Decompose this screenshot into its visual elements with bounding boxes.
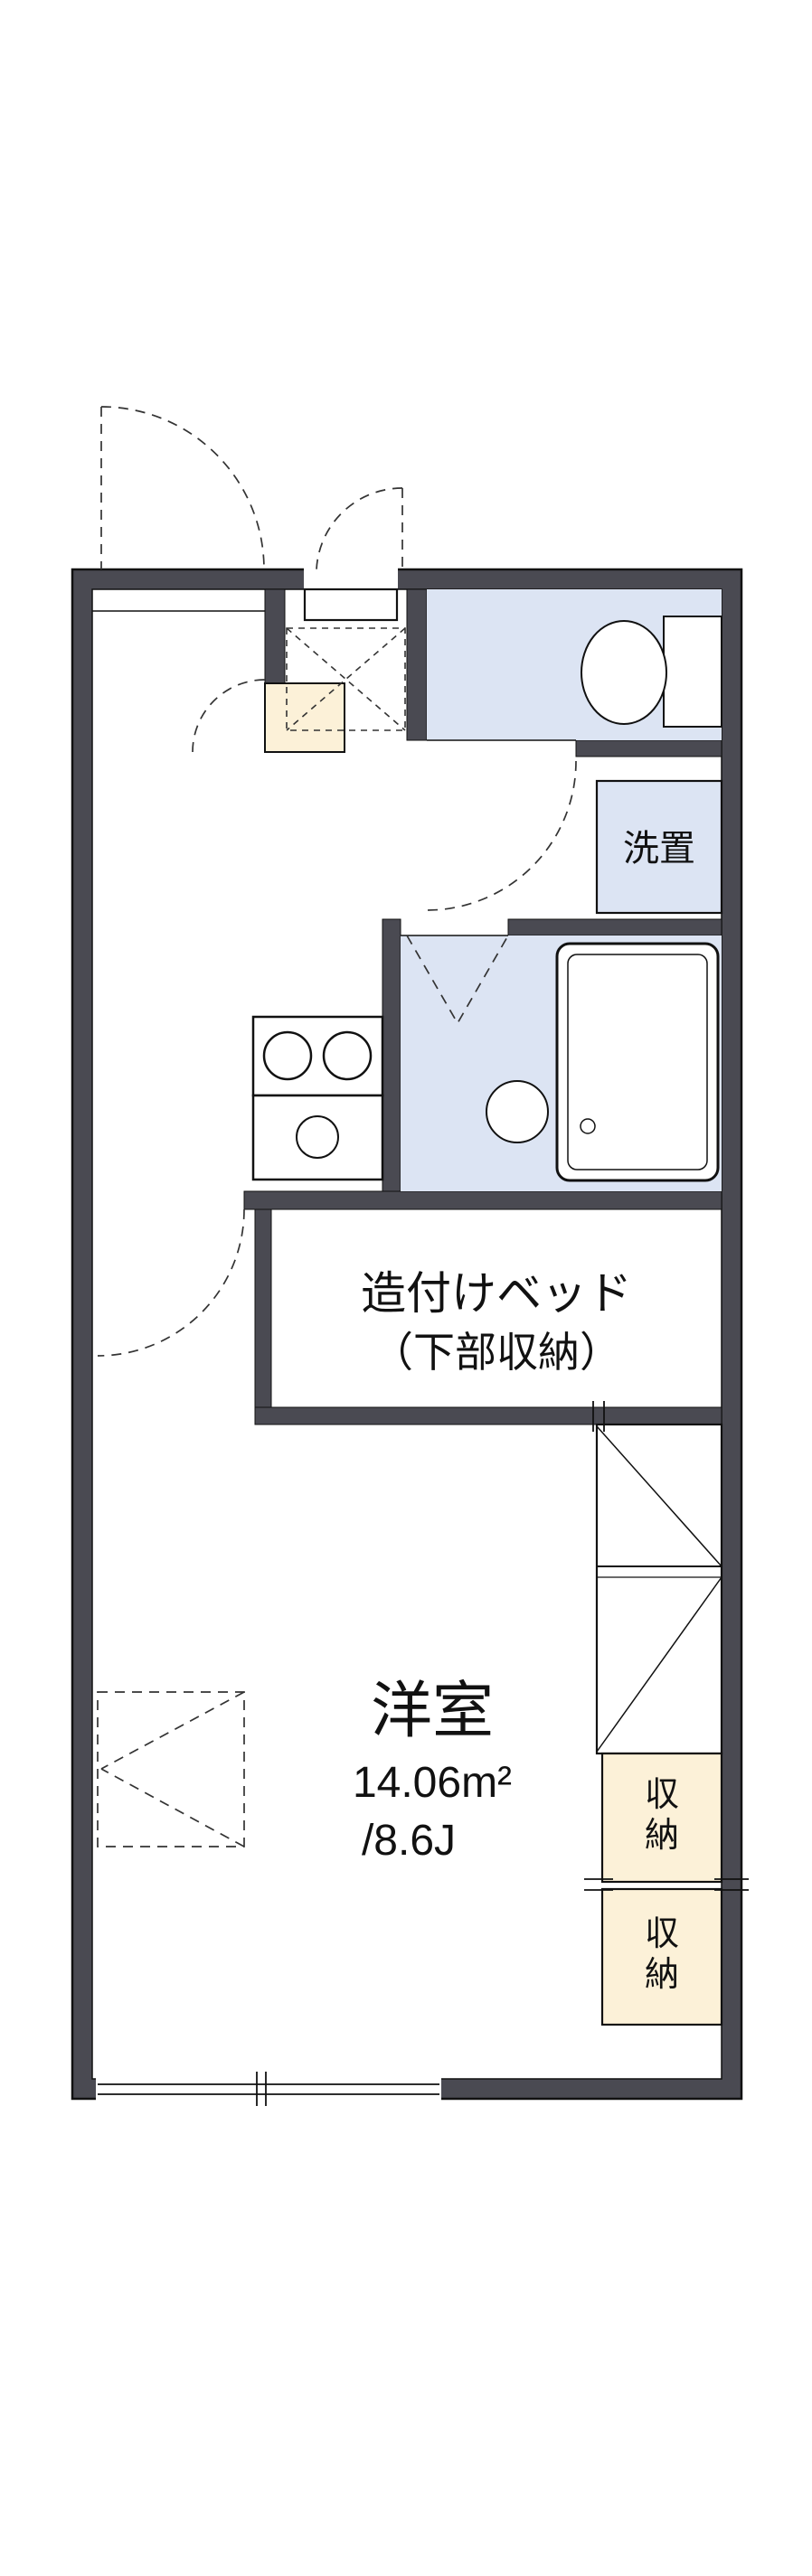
under-toilet-wall xyxy=(575,739,722,757)
room-area-m2-label: 14.06m² xyxy=(353,1759,512,1807)
closet-diagonal-upper xyxy=(596,1425,722,1567)
window-bay-outline xyxy=(97,1691,245,1847)
storage-upper-box xyxy=(600,1752,723,1884)
toilet-icon xyxy=(581,620,667,725)
genkan-door-swing-arc xyxy=(192,679,266,753)
stove-burner-right xyxy=(322,1030,373,1081)
bathtub-inner-rim xyxy=(567,954,708,1170)
bath-drain xyxy=(580,1118,596,1134)
entry-door-swing-arc-small xyxy=(316,487,403,570)
bathtub-icon xyxy=(555,942,720,1182)
bath-left-wall xyxy=(382,918,401,1192)
toilet-tank xyxy=(663,616,722,728)
entry-stub-wall xyxy=(264,588,286,684)
bottom-window-gap xyxy=(96,2077,441,2101)
entry-door-gap xyxy=(304,566,398,592)
stove-burner-left xyxy=(262,1030,313,1081)
entry-door-leaf xyxy=(303,588,399,622)
bed-label-line1: 造付けベッド xyxy=(361,1268,632,1319)
window-bay-fold-2 xyxy=(100,1768,245,1847)
storage-lower-label: 収納 xyxy=(645,1915,679,1994)
closet-cabinet xyxy=(595,1423,723,1755)
bath-top-wall xyxy=(507,918,722,936)
window-bay-fold-1 xyxy=(100,1691,245,1770)
bed-label-line2: （下部収納） xyxy=(372,1329,621,1376)
toilet-left-wall xyxy=(406,588,428,741)
entrance-mat-cross-2 xyxy=(286,627,406,731)
bed-top-wall xyxy=(243,1190,722,1210)
bed-left-wall xyxy=(254,1208,272,1425)
entry-door-swing-arc-large xyxy=(100,406,265,570)
washer-label: 洗置 xyxy=(623,829,695,869)
room-door-swing-arc xyxy=(97,1208,245,1357)
room-name-label: 洋室 xyxy=(371,1677,494,1745)
room-area-jo-label: /8.6J xyxy=(362,1817,456,1865)
washer-space xyxy=(595,779,723,915)
storage-lower-box xyxy=(600,1887,723,2026)
entrance-mat xyxy=(286,627,406,731)
sink-bowl xyxy=(296,1115,339,1159)
bed-bottom-wall xyxy=(254,1406,722,1425)
entrance-mat-cross-1 xyxy=(286,627,406,731)
genkan-step xyxy=(264,682,345,753)
closet-diagonal-lower xyxy=(596,1576,722,1753)
wash-stool-icon xyxy=(486,1080,549,1143)
storage-upper-label: 収納 xyxy=(645,1776,679,1855)
